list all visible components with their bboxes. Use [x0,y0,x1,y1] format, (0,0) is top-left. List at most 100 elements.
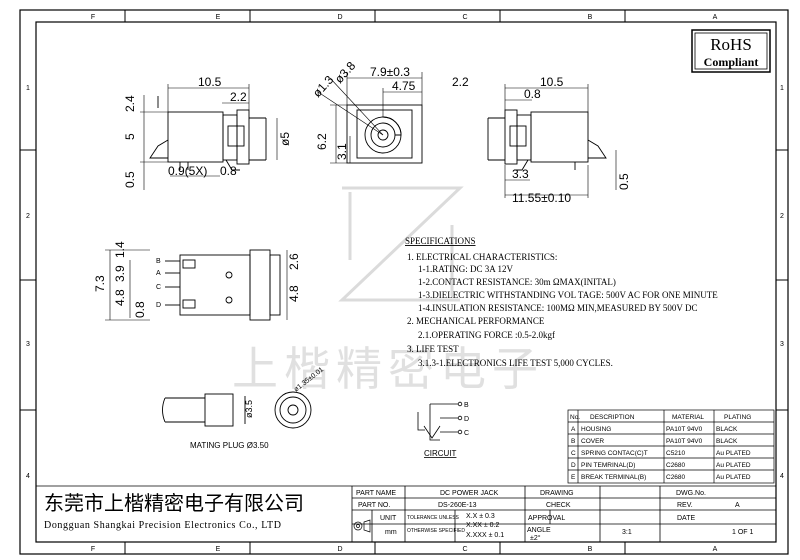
col-label: C [462,14,467,21]
dim-label: ø5 [278,132,292,146]
bom-cell: Au PLATED [716,450,751,457]
pin-label: D [156,302,161,309]
bom-header: DESCRIPTION [590,414,635,421]
row-label: 1 [26,85,30,92]
circuit-pin: C [464,430,469,437]
bom-cell: BLACK [716,426,738,433]
dwg-no-label: DWG.No. [676,490,706,497]
title-block: 东莞市上楷精密电子有限公司 Dongguan Shangkai Precisio… [36,485,776,542]
bom-cell: HOUSING [581,426,611,433]
specifications-block: SPECIFICATIONS 1. ELECTRICAL CHARACTERIS… [405,236,718,368]
dim-label: 7.3 [93,275,107,292]
dim-labels-front: 7.9±0.3 4.75 ø3.8 ø1.3 6.2 3.1 [310,59,416,160]
row-label: 4 [780,473,784,480]
col-label: A [713,14,718,21]
dim-label: 2.2 [230,90,247,104]
dim-label: 6.2 [315,133,329,150]
bom-cell: SPRING CONTAC(C)T [581,450,648,457]
dim-label: 4.8 [287,285,301,302]
dim-labels-left: 10.5 2.2 2.4 5 0.5 0.9(5X) 0.8 ø5 [123,75,292,188]
rev-label: REV. [677,502,693,509]
col-label: E [216,14,221,21]
bom-cell: BLACK [716,438,738,445]
bom-cell: C2680 [666,474,686,481]
bom-cell: E [571,474,576,481]
row-label: 4 [26,473,30,480]
view-bottom-pins [165,249,281,321]
row-label: 3 [780,341,784,348]
row-label: 1 [780,85,784,92]
spec-line: 1-3.DIELECTRIC WITHSTANDING VOL TAGE: 50… [418,290,718,300]
sheet-value: 1 OF 1 [732,529,754,536]
dims-left-view [140,84,278,190]
dim-label: 0.8 [220,164,237,178]
tolerance-value: X.X ± 0.3 [466,513,495,520]
dim-label: 0.8 [524,87,541,101]
bom-header: MATERIAL [672,414,704,421]
dim-labels-bottom: 7.3 1.4 3.9 4.8 0.8 2.6 4.8 [93,241,301,318]
bom-cell: Au PLATED [716,462,751,469]
dim-label: 10.5 [540,75,564,89]
mating-plug-label: MATING PLUG Ø3.50 [190,441,269,450]
bom-cell: C5210 [666,450,686,457]
col-label: B [588,14,593,21]
spec-line: 1-2.CONTACT RESISTANCE: 30m ΩMAX(INITAL) [418,277,616,287]
bom-header: PLATING [724,414,751,421]
spec-line: 2.1.OPERATING FORCE :0.5-2.0kgf [418,330,555,340]
border-zone-labels: F E D C B A F E D C B A 1 2 3 4 1 2 3 4 [26,14,784,553]
specs-title: SPECIFICATIONS [405,236,476,246]
dim-label: 3.1 [335,143,349,160]
dim-label: 2.4 [123,95,137,112]
projection-symbol-icon [353,519,371,533]
part-name-value: DC POWER JACK [440,490,499,497]
row-label: 3 [26,341,30,348]
col-label: F [91,546,95,553]
rohs-badge: RoHS Compliant [691,29,771,73]
scale-value: 3:1 [622,529,632,536]
dim-label: 11.55±0.10 [512,191,571,205]
spec-line: 1-4.INSULATION RESISTANCE: 100MΩ MIN,MEA… [418,303,697,313]
bom-cell: PA10T 94V0 [666,426,703,433]
dims-front-view [317,72,423,164]
dim-label: 5 [123,133,137,140]
col-label: A [713,546,718,553]
dim-label: 1.4 [113,241,127,258]
drawing-border [19,9,789,555]
tolerance-value: X.XXX ± 0.1 [466,532,504,539]
spec-line: 1-1.RATING: DC 3A 12V [418,264,514,274]
dim-label: 2.6 [287,253,301,270]
check-label: CHECK [546,502,571,509]
dim-label: 7.9±0.3 [370,65,410,79]
dim-label: 3.3 [512,167,529,181]
dim-label: 0.5 [123,171,137,188]
col-label: C [462,546,467,553]
col-label: E [216,546,221,553]
angle-label: ANGLE [527,527,551,534]
date-label: DATE [677,515,695,522]
circuit-title: CIRCUIT [424,449,457,458]
pin-label: B [156,258,161,265]
tolerance-label: OTHERWISE SPECIFIED [407,528,465,534]
col-label: D [337,14,342,21]
dim-label: 3.9 [113,265,127,282]
angle-value: ±2° [530,534,541,542]
spec-line: 2. MECHANICAL PERFORMANCE [407,316,545,326]
company-name-cn: 东莞市上楷精密电子有限公司 [44,492,304,515]
part-no-value: DS-260E-13 [438,502,477,509]
row-label: 2 [26,213,30,220]
unit-label: UNIT [380,515,397,522]
rev-value: A [735,502,740,509]
company-name-en: Dongguan Shangkai Precision Electronics … [44,520,282,531]
dims-right-view [504,84,617,198]
unit-value: mm [385,529,397,536]
bom-cell: BREAK TERMINAL(B) [581,474,646,481]
bom-cell: D [571,462,576,469]
part-name-label: PART NAME [356,490,396,497]
dim-label: 2.2 [452,75,469,89]
watermark-logo [338,186,464,302]
pin-labels: B A C D [156,258,161,309]
dim-labels-right: 2.2 10.5 0.8 3.3 11.55±0.10 0.5 [452,75,631,205]
view-front [346,104,423,164]
dim-label: 0.9(5X) [168,164,207,178]
